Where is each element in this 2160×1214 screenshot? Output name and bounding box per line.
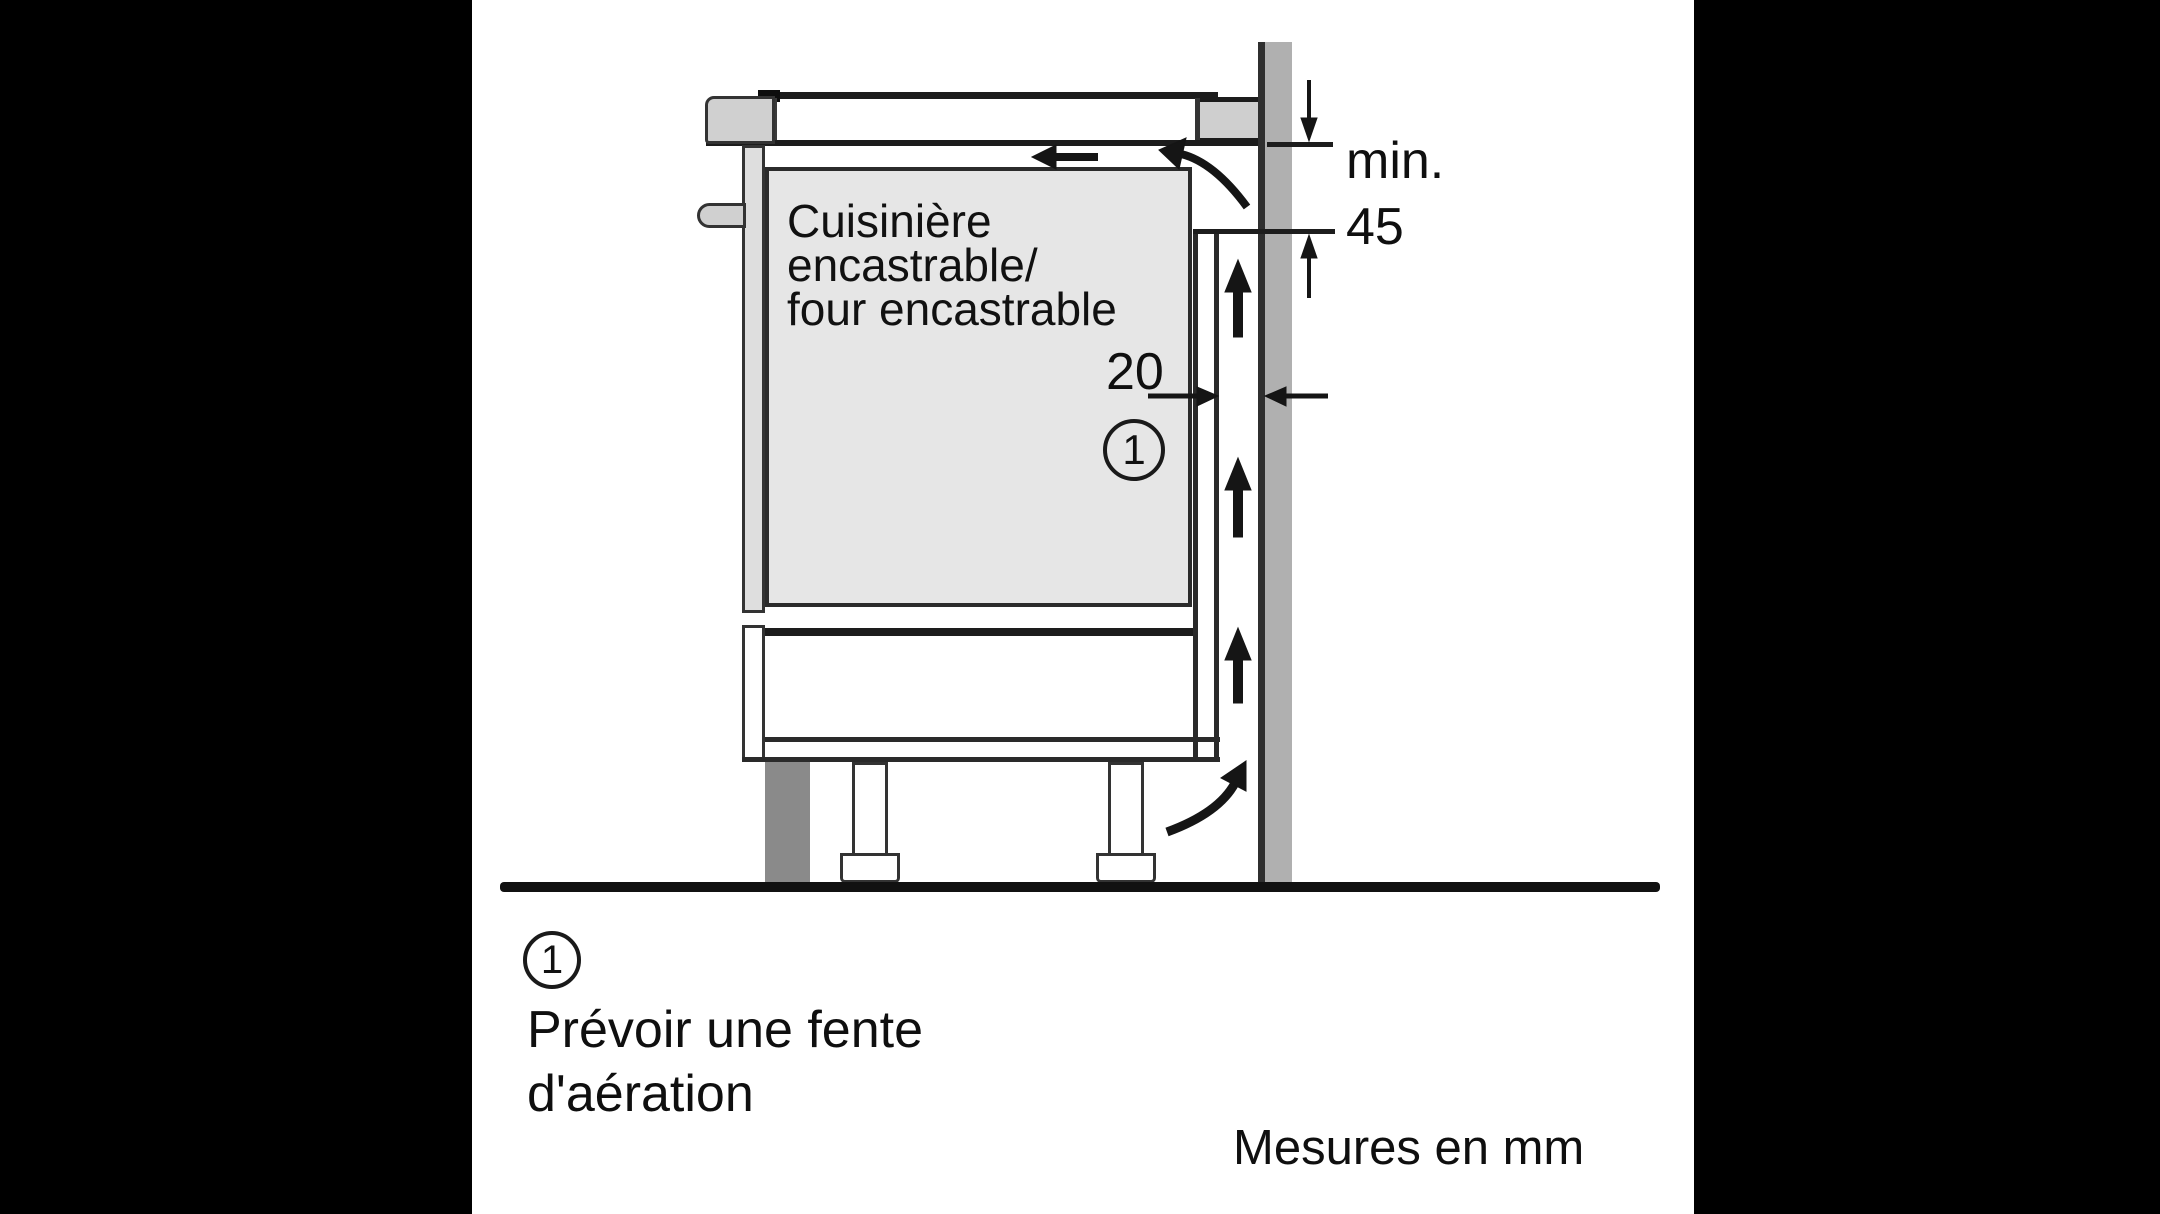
- worktop-filler-block: [1198, 97, 1258, 143]
- cabinet-right-panel-inner-line: [1193, 230, 1198, 760]
- legend-note: Prévoir une fente d'aération: [527, 998, 923, 1126]
- letterbox-right: [1694, 0, 2160, 1214]
- min-clearance-lower-dim-line: [1193, 229, 1335, 234]
- cabinet-left-panel-lower: [742, 625, 765, 762]
- callout-1-marker: 1: [1103, 419, 1165, 481]
- vent-slot-arrow-bottom-icon: [1224, 626, 1252, 704]
- appliance-label: Cuisinière encastrable/ four encastrable: [769, 171, 1188, 335]
- oven-bottom-rail-line: [765, 628, 1193, 636]
- oven-body: Cuisinière encastrable/ four encastrable: [765, 167, 1192, 607]
- min-clearance-down-arrow-icon: [1300, 80, 1318, 143]
- units-note: Mesures en mm: [1233, 1121, 1585, 1175]
- cabinet-bottom-line: [742, 757, 1220, 762]
- floor-line: [500, 882, 1660, 892]
- callout-1-number: 1: [1122, 426, 1146, 473]
- legend-note-line2: d'aération: [527, 1065, 754, 1123]
- wall: [1265, 42, 1292, 889]
- vent-slot-arrow-middle-icon: [1224, 456, 1252, 538]
- vent-slot-arrow-top-icon: [1224, 258, 1252, 338]
- airflow-left-arrow-icon: [1030, 144, 1098, 170]
- right-leg: [1108, 762, 1144, 856]
- appliance-label-line1: Cuisinière: [787, 195, 992, 247]
- min-clearance-upper-dim-line: [1267, 142, 1333, 147]
- hob-left-trim: [705, 96, 775, 144]
- min-clearance-up-arrow-icon: [1300, 233, 1318, 298]
- letterbox-left: [0, 0, 472, 1214]
- legend-note-line1: Prévoir une fente: [527, 1001, 924, 1059]
- right-leg-foot: [1096, 853, 1156, 883]
- worktop-bottom-line: [706, 140, 1258, 146]
- left-leg: [852, 762, 888, 856]
- wall-inner-face-line: [1258, 42, 1265, 889]
- drawer-bottom-line: [765, 737, 1220, 742]
- cabinet-right-panel-outer-line: [1214, 230, 1219, 760]
- gap-dimension-label: 20: [1106, 343, 1164, 401]
- worktop-filler-joint-line: [1195, 98, 1200, 143]
- airflow-curve-bottom-icon: [1165, 760, 1247, 837]
- appliance-label-line2: encastrable/: [787, 239, 1038, 291]
- appliance-label-line3: four encastrable: [787, 283, 1117, 335]
- min-clearance-value: 45: [1346, 198, 1404, 256]
- worktop-top-line: [760, 92, 1218, 99]
- cabinet-left-panel-upper: [742, 145, 765, 613]
- legend-1-number: 1: [540, 937, 564, 982]
- legend-1-marker: 1: [523, 931, 581, 989]
- min-clearance-prefix: min.: [1346, 132, 1445, 190]
- left-leg-foot: [840, 853, 900, 883]
- min-clearance-label: min. 45: [1346, 128, 1444, 260]
- appliance-knob: [697, 203, 746, 228]
- plinth-block: [765, 762, 810, 883]
